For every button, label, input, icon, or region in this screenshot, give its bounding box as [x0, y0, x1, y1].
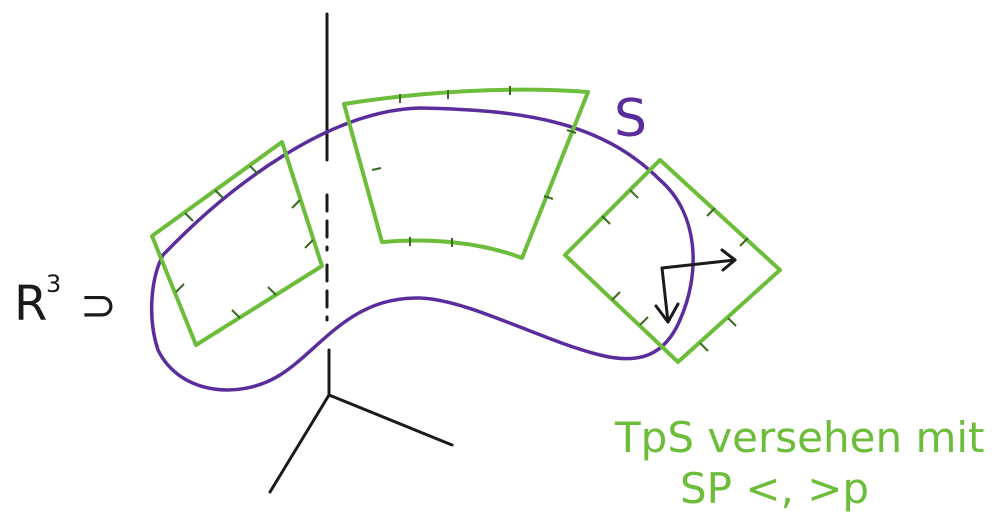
surface-outline	[149, 106, 695, 392]
caption-line-2: SP <, >p	[680, 464, 869, 513]
surface-label: S	[614, 89, 647, 149]
coordinate-axes-icon	[268, 12, 454, 494]
tangent-vectors-icon	[654, 248, 737, 324]
tangent-patch-right	[563, 158, 782, 364]
ambient-space-label: R 3 ⊃	[14, 270, 117, 332]
caption-line-1: TpS versehen mit	[614, 413, 985, 462]
superset-symbol: ⊃	[80, 280, 117, 331]
ambient-letter: R	[14, 276, 47, 332]
axis-y	[268, 393, 331, 494]
ambient-exponent: 3	[46, 270, 61, 298]
axis-x	[327, 393, 454, 447]
tangent-patch-center	[342, 86, 590, 260]
tangent-patch-left	[150, 140, 324, 347]
